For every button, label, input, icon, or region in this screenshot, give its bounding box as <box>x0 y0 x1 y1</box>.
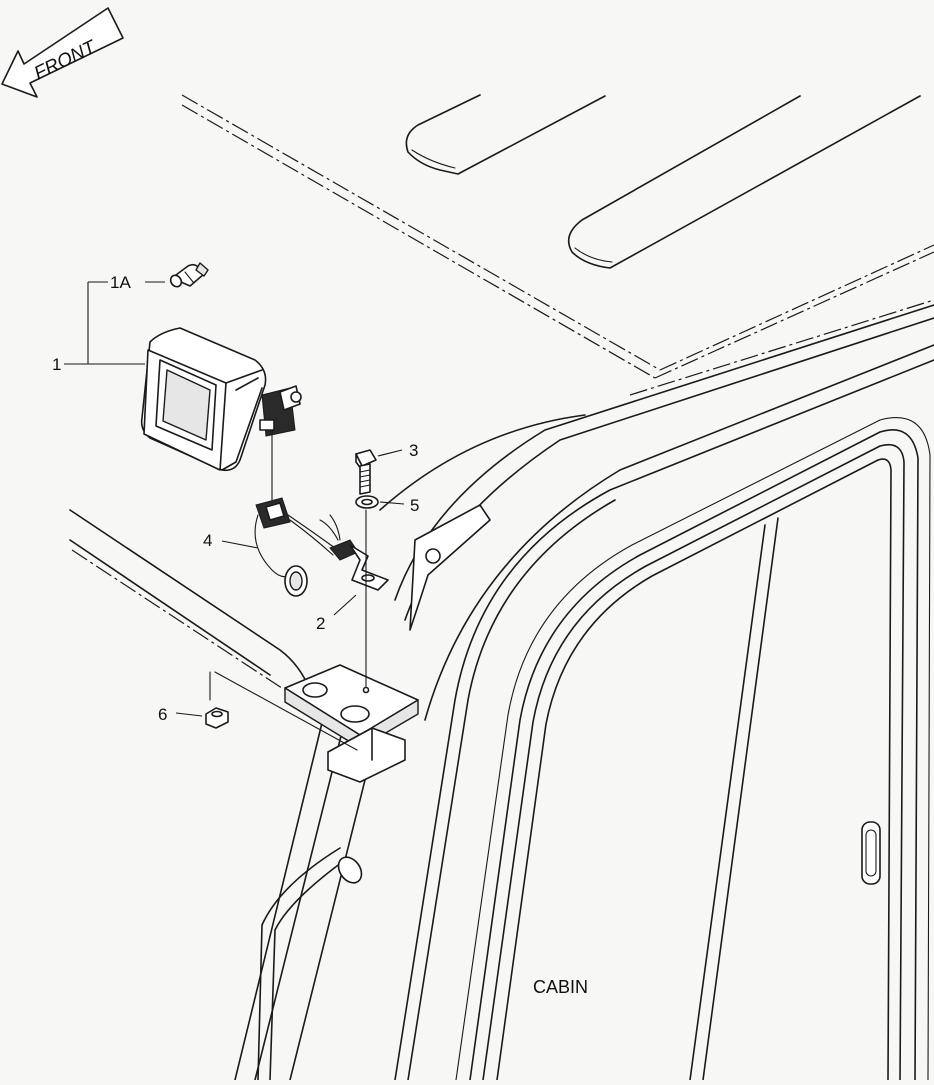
callout-2: 2 <box>316 614 325 633</box>
callout-4: 4 <box>203 531 212 550</box>
leader-lines <box>64 281 405 717</box>
callout-3: 3 <box>409 441 418 460</box>
callout-5: 5 <box>410 496 419 515</box>
cab-pillar <box>69 509 371 1081</box>
callout-6: 6 <box>158 705 167 724</box>
callout-1A: 1A <box>110 273 131 292</box>
mounting-plate <box>284 504 491 783</box>
washer-icon <box>355 495 379 509</box>
bracket-icon <box>329 539 389 591</box>
door-handle <box>861 821 881 885</box>
front-arrow-icon: FRONT <box>1 7 124 98</box>
cabin-label: CABIN <box>533 977 588 997</box>
bolt-icon <box>355 449 377 495</box>
callout-1: 1 <box>52 355 61 374</box>
nut-icon <box>205 707 229 729</box>
work-lamp-icon <box>140 327 302 472</box>
harness-icon <box>254 429 341 597</box>
cab-body <box>379 304 934 1081</box>
bulb-icon <box>169 262 209 288</box>
cab-roof <box>181 94 934 396</box>
nut-assembly-line <box>209 671 358 751</box>
